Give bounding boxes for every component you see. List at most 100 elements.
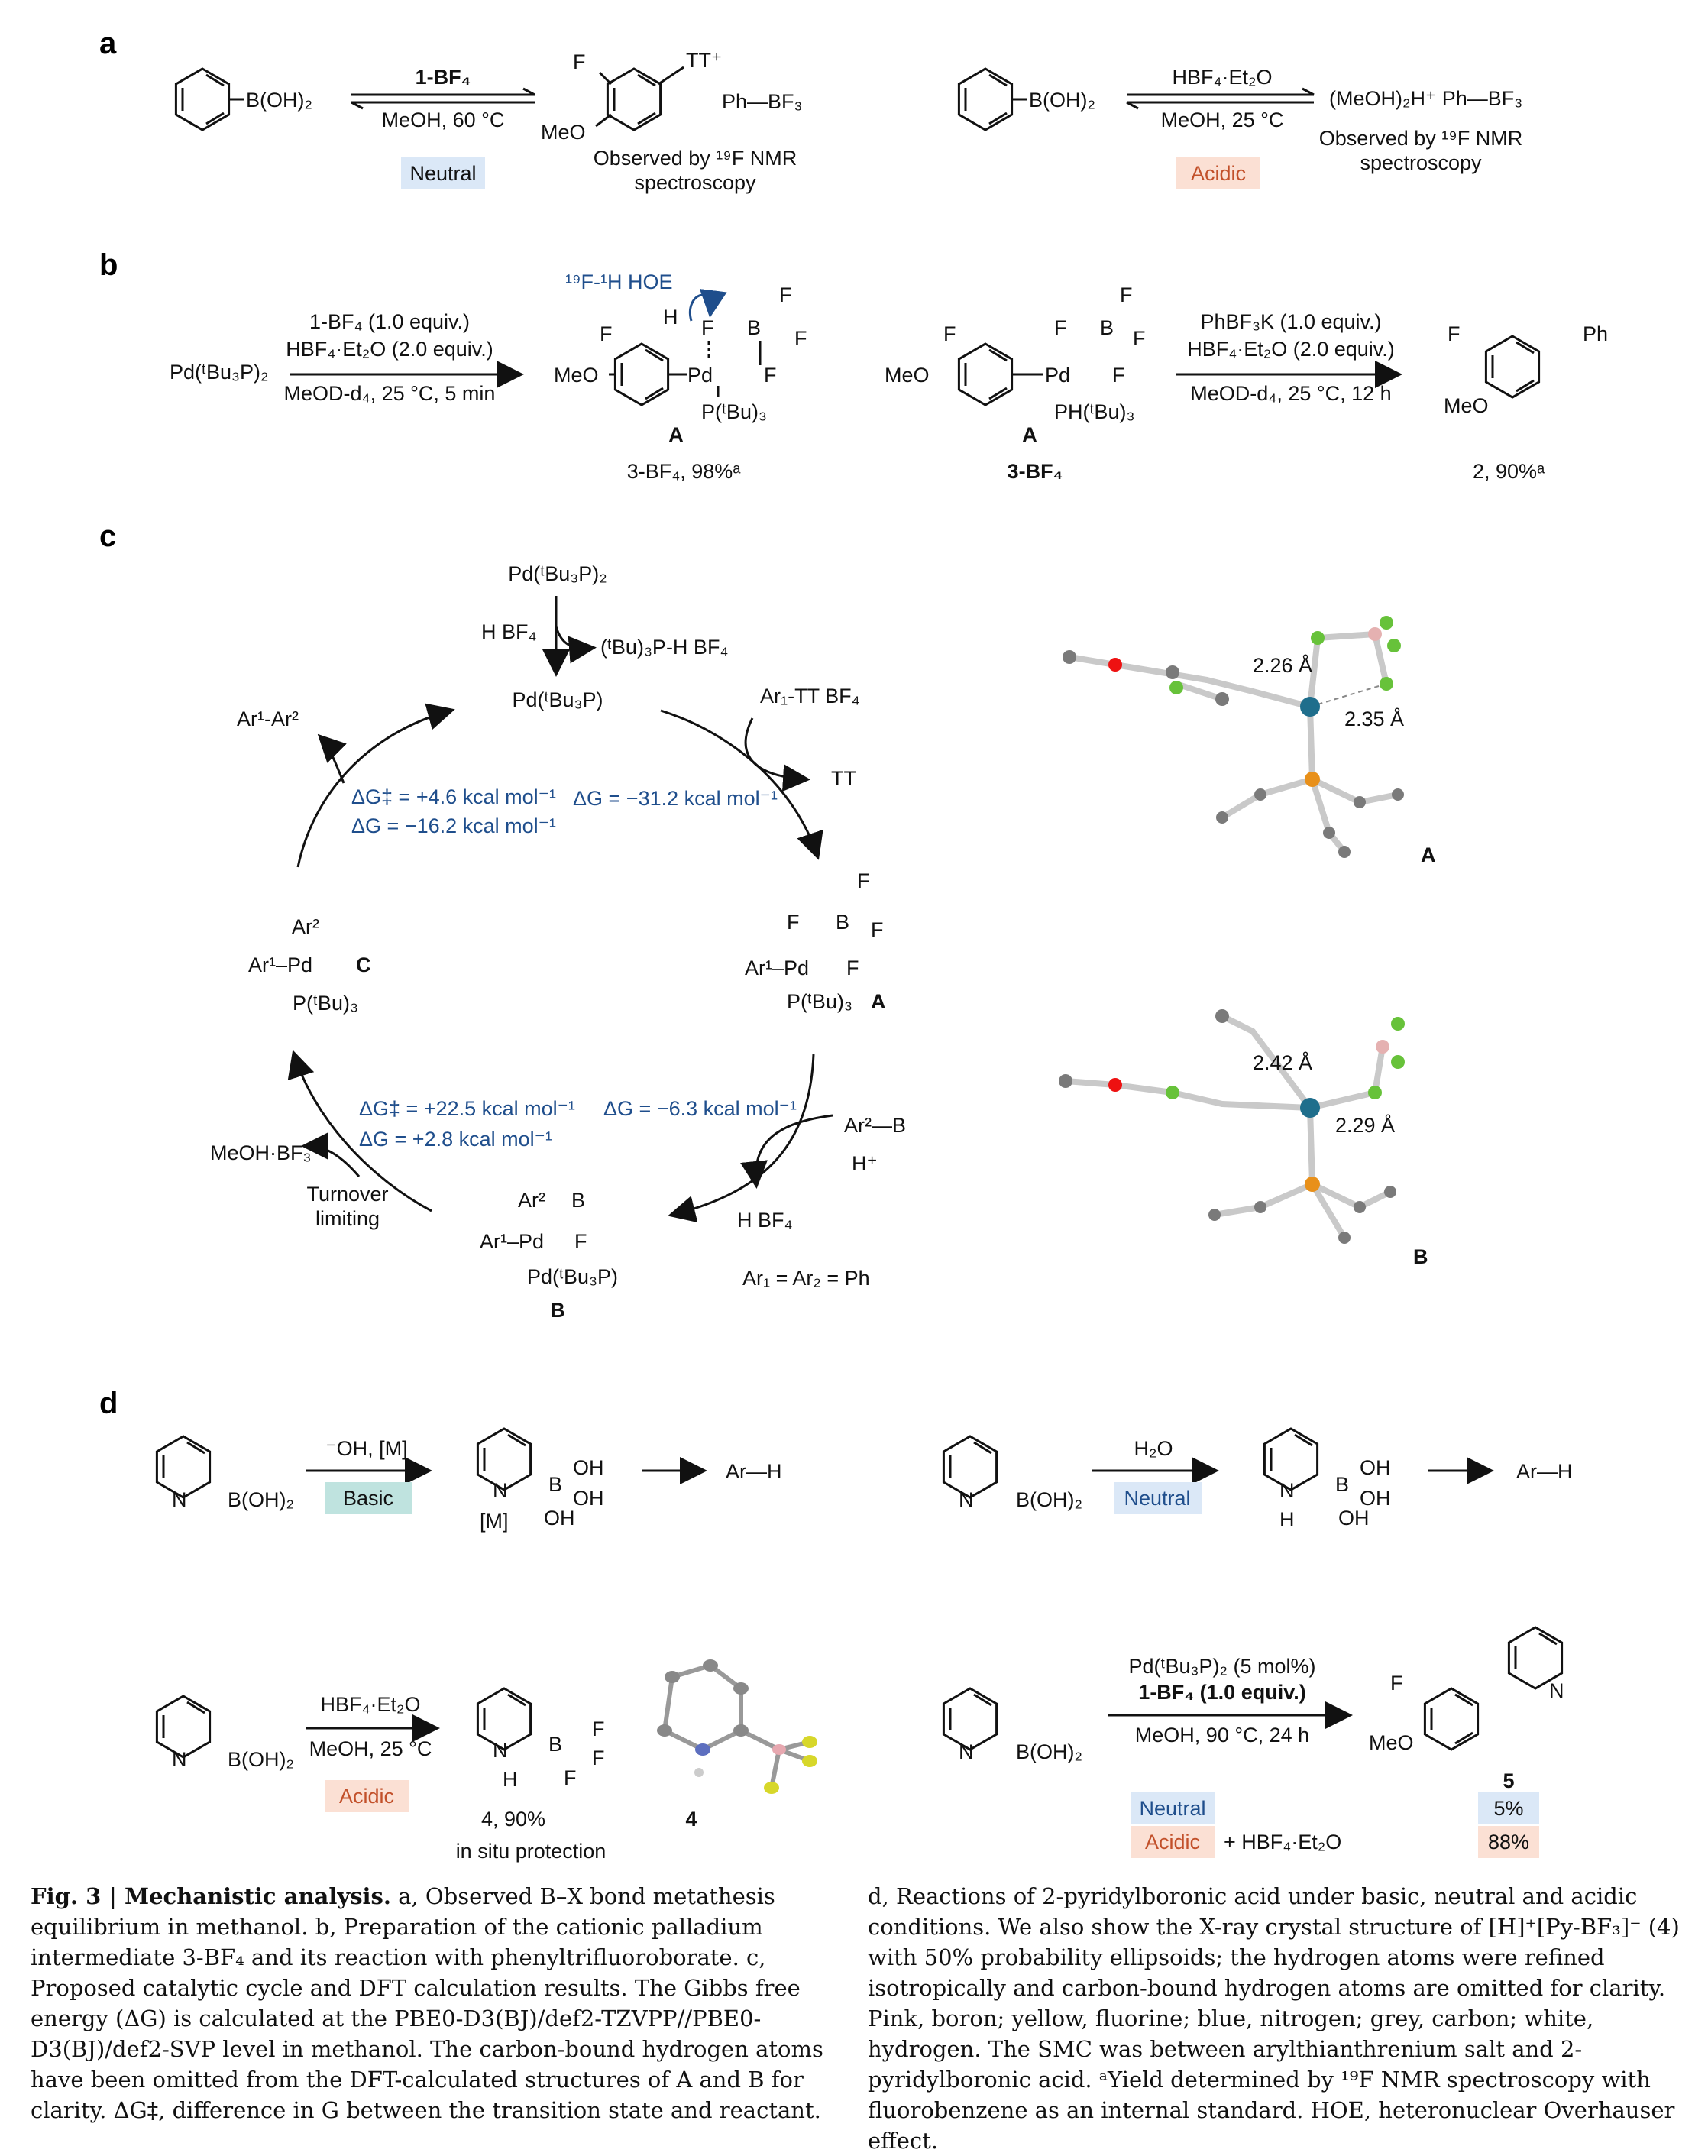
c-C-label: C: [356, 953, 371, 976]
d2p-oh2: OH: [1360, 1487, 1391, 1510]
b-meo: MeO: [554, 364, 599, 387]
d2-neutral-bg: [1114, 1482, 1202, 1514]
d1-reagent: ⁻OH, [M]: [325, 1437, 407, 1460]
final-f: F: [1448, 322, 1461, 345]
d3-yield: 4, 90%: [481, 1808, 545, 1831]
cond-b6: MeOD-d₄, 25 °C, 12 h: [1190, 382, 1391, 405]
acidic-tag: Acidic: [1191, 162, 1246, 185]
d4-neutral: Neutral: [1139, 1797, 1205, 1820]
b-f3: F: [764, 364, 777, 387]
d1-n: N: [172, 1488, 187, 1511]
cond-b5: HBF₄·Et₂O (2.0 equiv.): [1187, 338, 1395, 361]
d1-tag: Basic: [343, 1487, 393, 1510]
b-f5: F: [794, 327, 807, 350]
d4-cond2: 1-BF₄ (1.0 equiv.): [1138, 1681, 1305, 1704]
d4-acidic: Acidic: [1145, 1831, 1200, 1853]
c-C-ar1: Ar¹–Pd: [248, 953, 312, 976]
c-A-f3: F: [871, 918, 884, 941]
hoe-label: ¹⁹F-¹H HOE: [565, 270, 673, 293]
dist-2-35: 2.35 Å: [1344, 707, 1404, 730]
b-product1: 3-BF₄, 98%ᵃ: [627, 460, 742, 483]
boronic-acid-label: B(OH)₂: [246, 89, 312, 112]
c-arc-transmetalation: [668, 1054, 815, 1223]
product-5-aryl: [1423, 1687, 1480, 1751]
b2-A-label: A: [1022, 423, 1037, 446]
caption-left: Fig. 3 | Mechanistic analysis. a, Observ…: [31, 1881, 840, 2125]
b2-pd: Pd: [1045, 364, 1070, 387]
b-b: B: [747, 316, 761, 339]
c-C-ar2: Ar²: [292, 915, 319, 938]
c-pd: Pd(ᵗBu₃P): [513, 688, 603, 711]
b-h: H: [663, 306, 678, 329]
d3p-f2: F: [592, 1746, 605, 1769]
d3-cond: MeOH, 25 °C: [309, 1737, 432, 1760]
b2-b: B: [1100, 316, 1114, 339]
c-B-pd: Pd(ᵗBu₃P): [527, 1265, 618, 1288]
d2-product: Ar—H: [1516, 1460, 1573, 1483]
cond-b4: PhBF₃K (1.0 equiv.): [1200, 310, 1381, 333]
panel-label-a: a: [99, 27, 117, 60]
d2p-h: H: [1279, 1508, 1295, 1531]
product-meo: MeO: [541, 121, 586, 144]
d2p-oh3: OH: [1338, 1507, 1370, 1530]
d4-n: N: [1549, 1679, 1564, 1702]
d2p-oh1: OH: [1360, 1456, 1391, 1479]
d4-y1-bg: [1478, 1792, 1539, 1824]
d3p-f1: F: [592, 1717, 605, 1740]
observed-right2: spectroscopy: [1360, 151, 1482, 174]
d1p-b: B: [548, 1473, 562, 1496]
b-A-label: A: [668, 423, 684, 446]
d3p-h: H: [503, 1768, 518, 1791]
b2-f3: F: [1120, 283, 1133, 306]
d3-n: N: [172, 1748, 187, 1771]
d4-cond1: Pd(ᵗBu₃P)₂ (5 mol%): [1129, 1655, 1316, 1678]
product-tt: TT⁺: [686, 49, 722, 72]
product-f: F: [573, 50, 586, 73]
b2-f: F: [943, 322, 956, 345]
d3p-f3: F: [564, 1766, 577, 1789]
biaryl-ring: [1484, 335, 1541, 399]
d1p-oh1: OH: [573, 1456, 604, 1479]
d2-reagent: H₂O: [1134, 1437, 1173, 1460]
c-B-ar1: Ar¹–Pd: [480, 1230, 544, 1253]
c-B-ar2: Ar²: [518, 1189, 545, 1212]
c-C-p: P(ᵗBu)₃: [293, 992, 358, 1015]
reagent-1bf4: 1-BF₄: [416, 66, 471, 89]
d4-y2-bg: [1478, 1826, 1539, 1858]
b2-3bf4: 3-BF₄: [1008, 460, 1063, 483]
d4-f: F: [1390, 1672, 1403, 1695]
panel-label-d: d: [99, 1387, 118, 1420]
c-arar: Ar¹-Ar²: [237, 707, 299, 730]
dist-2-26: 2.26 Å: [1253, 653, 1312, 677]
b2-p: PH(ᵗBu)₃: [1054, 400, 1134, 423]
d4-boh2: B(OH)₂: [1016, 1740, 1082, 1763]
c-dg3b: ΔG = +2.8 kcal mol⁻¹: [359, 1128, 552, 1151]
neutral-tag-bg: [401, 157, 485, 189]
d4-acidic-bg: [1131, 1826, 1215, 1858]
caption-right: d, Reactions of 2-pyridylboronic acid un…: [868, 1881, 1685, 2156]
c-hbf4b: H BF₄: [737, 1209, 793, 1232]
d3-note: in situ protection: [456, 1840, 607, 1863]
aryl-tt-ring: [606, 67, 662, 131]
c-turnover1: Turnover: [306, 1183, 388, 1206]
c-turnover2: limiting: [315, 1207, 380, 1230]
c-A-f2: F: [857, 869, 870, 892]
d4-y2: 88%: [1488, 1831, 1529, 1853]
d3-tag: Acidic: [339, 1785, 394, 1808]
caption-right-text: d, Reactions of 2-pyridylboronic acid un…: [868, 1883, 1680, 2154]
c-B-b: B: [571, 1189, 585, 1212]
d1p-oh2: OH: [573, 1487, 604, 1510]
d2-boh2: B(OH)₂: [1016, 1488, 1082, 1511]
ph-bf3: Ph—BF₃: [722, 90, 803, 113]
d4-n: N: [959, 1740, 974, 1763]
c-A-f4: F: [846, 957, 859, 979]
d1p-m: [M]: [480, 1510, 509, 1533]
final-yield: 2, 90%ᵃ: [1473, 460, 1545, 483]
cond-b1: 1-BF₄ (1.0 equiv.): [309, 310, 470, 333]
benzene-ring-right: [957, 67, 1014, 131]
c-meohbf3: MeOH·BF₃: [210, 1141, 312, 1164]
c-top-pd: Pd(ᵗBu₃P)₂: [508, 562, 607, 585]
benzene-ring: [174, 67, 231, 131]
dist-2-29: 2.29 Å: [1335, 1113, 1395, 1137]
